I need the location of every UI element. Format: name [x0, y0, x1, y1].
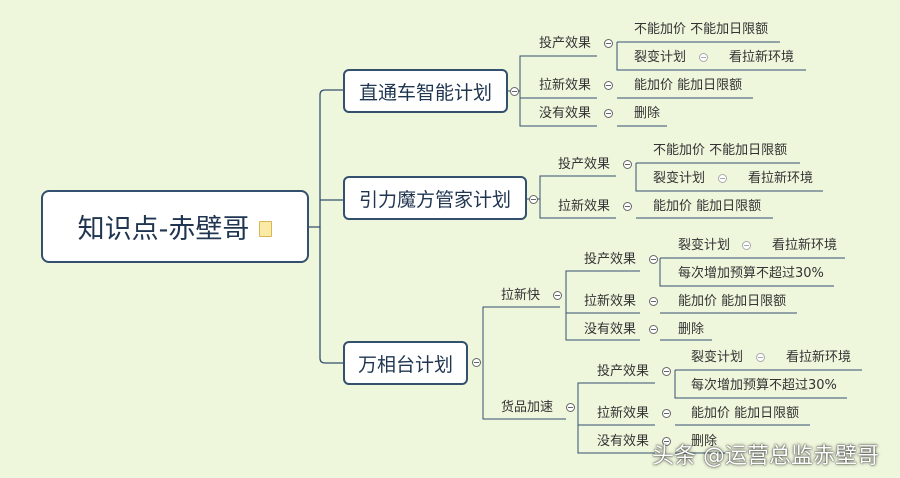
collapse-icon[interactable]: [566, 403, 575, 412]
collapse-icon[interactable]: [649, 325, 658, 334]
branch-label: 没有效果: [597, 434, 650, 449]
leaf-label: 能加价 能加日限额: [691, 406, 800, 421]
root-node[interactable]: 知识点-赤壁哥: [41, 190, 309, 263]
branch-label: 投产效果: [558, 157, 611, 172]
node-zhitongche[interactable]: 直通车智能计划: [343, 69, 508, 113]
branch-label: 没有效果: [584, 322, 637, 337]
leaf-label: 能加价 能加日限额: [634, 78, 743, 93]
leaf-label: 裂变计划: [691, 350, 744, 365]
collapse-icon[interactable]: [604, 39, 613, 48]
collapse-icon[interactable]: [699, 53, 708, 62]
leaf-label: 能加价 能加日限额: [678, 294, 787, 309]
collapse-icon[interactable]: [553, 291, 562, 300]
node-yinli-label: 引力魔方管家计划: [358, 188, 511, 211]
leaf-label: 裂变计划: [634, 50, 687, 65]
branch-label: 没有效果: [539, 106, 592, 121]
leaf-label: 不能加价 不能加日限额: [653, 143, 788, 158]
root-label: 知识点-赤壁哥: [77, 214, 250, 245]
collapse-icon[interactable]: [756, 353, 765, 362]
collapse-icon[interactable]: [649, 297, 658, 306]
collapse-icon[interactable]: [623, 160, 632, 169]
branch-label: 拉新快: [501, 288, 541, 303]
collapse-icon[interactable]: [510, 87, 519, 96]
collapse-icon[interactable]: [742, 241, 751, 250]
collapse-icon[interactable]: [472, 358, 481, 367]
leaf-label: 删除: [678, 322, 705, 337]
branch-label: 投产效果: [539, 36, 592, 51]
branch-label: 投产效果: [584, 252, 637, 267]
collapse-icon[interactable]: [529, 195, 538, 204]
branch-label: 拉新效果: [539, 78, 592, 93]
leaf-label: 看拉新环境: [772, 238, 838, 253]
node-wanxiang[interactable]: 万相台计划: [343, 341, 468, 385]
node-yinli[interactable]: 引力魔方管家计划: [343, 176, 527, 220]
leaf-label: 看拉新环境: [748, 171, 814, 186]
leaf-label: 看拉新环境: [729, 50, 795, 65]
node-zhitongche-label: 直通车智能计划: [358, 81, 492, 104]
leaf-label: 裂变计划: [678, 238, 731, 253]
collapse-icon[interactable]: [662, 437, 671, 446]
collapse-icon[interactable]: [623, 202, 632, 211]
branch-label: 拉新效果: [584, 294, 637, 309]
leaf-label: 每次增加预算不超过30%: [691, 378, 837, 393]
collapse-icon[interactable]: [662, 409, 671, 418]
branch-label: 拉新效果: [597, 406, 650, 421]
leaf-label: 不能加价 不能加日限额: [634, 22, 769, 37]
branch-label: 货品加速: [501, 400, 554, 415]
collapse-icon[interactable]: [662, 367, 671, 376]
note-icon[interactable]: [259, 220, 273, 237]
branch-label: 投产效果: [597, 364, 650, 379]
leaf-label: 删除: [691, 434, 718, 449]
leaf-label: 看拉新环境: [786, 350, 852, 365]
leaf-label: 裂变计划: [653, 171, 706, 186]
collapse-icon[interactable]: [604, 109, 613, 118]
leaf-label: 每次增加预算不超过30%: [678, 266, 824, 281]
collapse-icon[interactable]: [718, 174, 727, 183]
branch-label: 拉新效果: [558, 199, 611, 214]
watermark: 头条 @运营总监赤壁哥: [652, 444, 879, 469]
collapse-icon[interactable]: [649, 255, 658, 264]
leaf-label: 能加价 能加日限额: [653, 199, 762, 214]
leaf-label: 删除: [634, 106, 661, 121]
collapse-icon[interactable]: [604, 81, 613, 90]
node-wanxiang-label: 万相台计划: [357, 353, 453, 376]
